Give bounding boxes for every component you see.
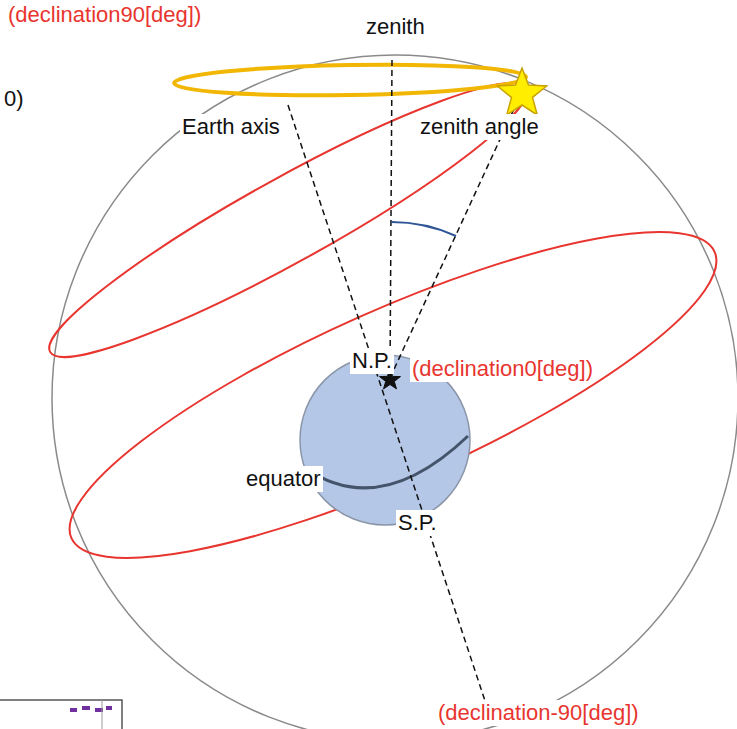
declination-circle <box>30 51 547 388</box>
zenith-angle-arc <box>391 222 456 236</box>
declination-circle <box>37 174 737 616</box>
diagram-label: zenith <box>364 14 427 40</box>
zenith-line <box>390 60 392 376</box>
celestial-sphere-outline <box>52 55 737 729</box>
equator-line <box>305 436 468 488</box>
star-symbol <box>497 68 546 115</box>
declination-label: (declination-90[deg]) <box>436 700 641 726</box>
diagram-label: zenith angle <box>418 114 541 140</box>
chart-fragment <box>0 700 122 729</box>
chart-mark <box>70 708 77 712</box>
diagram-label: 0) <box>2 86 26 112</box>
diagram-label: equator <box>244 466 323 492</box>
star-path-ellipse <box>174 62 526 98</box>
chart-mark <box>106 706 112 710</box>
diagram-label: S.P. <box>396 510 439 536</box>
earth-axis-line <box>288 105 492 722</box>
chart-frame <box>0 700 122 729</box>
chart-mark <box>82 706 90 710</box>
diagram-label: Earth axis <box>180 114 282 140</box>
diagram-label: N.P. <box>350 348 394 374</box>
chart-gridline <box>102 700 103 729</box>
declination-label: (declination90[deg]) <box>6 2 203 28</box>
declination-label: (declination0[deg]) <box>410 356 595 382</box>
